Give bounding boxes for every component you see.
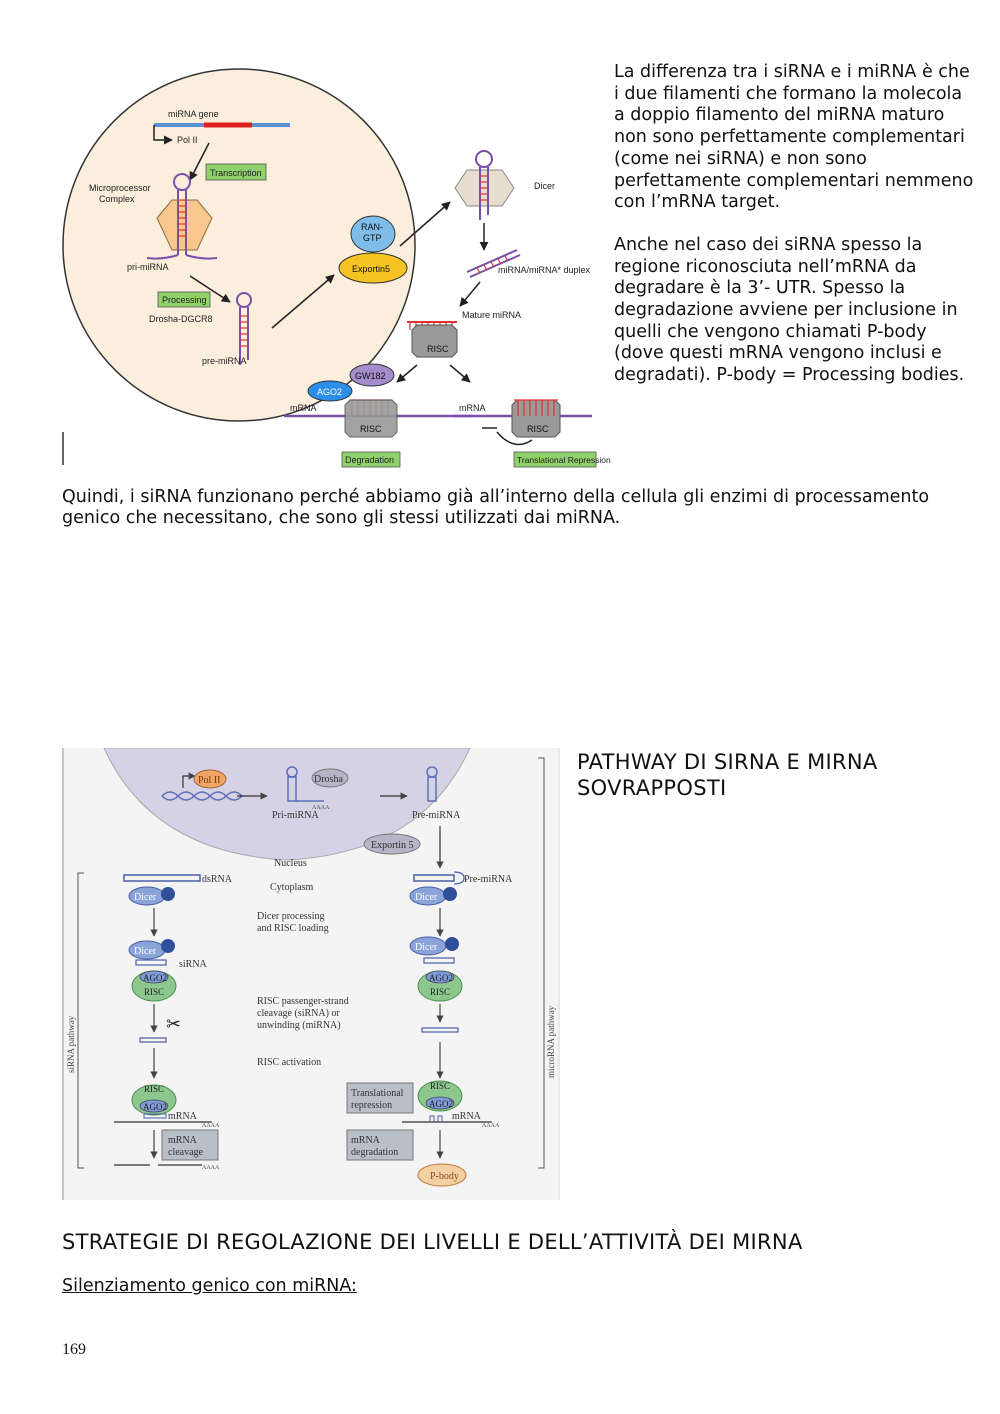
label-dicer: Dicer — [534, 181, 555, 191]
label-ran: RAN- — [361, 222, 383, 232]
label-aaaa-1: AAAA — [312, 805, 330, 811]
nucleus-circle — [62, 68, 416, 422]
label-complex: Complex — [99, 194, 135, 204]
side-heading: PATHWAY DI SIRNA E MIRNA SOVRAPPOSTI — [577, 749, 878, 801]
label-risc-f2-3: RISC — [430, 987, 450, 997]
label-aaaa-3: AAAA — [202, 1165, 220, 1171]
label-dsrna: dsRNA — [202, 874, 233, 885]
label-mrna-f2-1: mRNA — [168, 1111, 198, 1122]
label-risc-f2-1: RISC — [144, 987, 164, 997]
label-ago2-1: AGO2 — [143, 973, 167, 983]
section-heading: STRATEGIE DI REGOLAZIONE DEI LIVELLI E D… — [62, 1230, 803, 1254]
label-processing: Processing — [162, 295, 207, 305]
label-pre-mirna-2: Pre-miRNA — [412, 810, 461, 821]
label-dicer-3: Dicer — [415, 892, 438, 903]
label-dicer-processing-1: Dicer processing — [257, 911, 324, 922]
right-paragraph-1: La differenza tra i siRNA e i miRNA è ch… — [614, 62, 974, 213]
side-heading-line-2: SOVRAPPOSTI — [577, 776, 727, 800]
label-mrna-cleavage-1: mRNA — [168, 1135, 198, 1146]
mirna-biogenesis-figure: miRNA gene Pol II Transcription Micropro… — [62, 68, 611, 468]
label-drosha-dgcr8: Drosha-DGCR8 — [149, 314, 213, 324]
label-mrna-1: mRNA — [290, 403, 317, 413]
label-cytoplasm: Cytoplasm — [270, 882, 314, 893]
label-degradation: Degradation — [345, 455, 394, 465]
label-mrna-cleavage-2: cleavage — [168, 1147, 204, 1158]
subheading: Silenziamento genico con miRNA: — [62, 1276, 357, 1296]
label-dicer-1: Dicer — [134, 892, 157, 903]
label-mrna-f2-2: mRNA — [452, 1111, 482, 1122]
label-risc-1: RISC — [427, 344, 449, 354]
label-pol-ii-2: Pol II — [198, 775, 221, 786]
side-heading-line-1: PATHWAY DI SIRNA E MIRNA — [577, 750, 878, 774]
page-number: 169 — [62, 1341, 86, 1358]
label-drosha: Drosha — [314, 774, 343, 785]
label-mrna-2: mRNA — [459, 403, 486, 413]
label-passenger-1: RISC passenger-strand — [257, 996, 349, 1007]
label-dicer-processing-2: and RISC loading — [257, 923, 329, 934]
label-translational-2: repression — [351, 1100, 392, 1111]
label-mirna-gene: miRNA gene — [168, 109, 219, 119]
label-duplex: miRNA/miRNA* duplex — [498, 265, 591, 275]
label-aaaa-2: AAAA — [202, 1123, 220, 1129]
label-pri-mirna-2: Pri-miRNA — [272, 810, 319, 821]
label-transcription: Transcription — [210, 168, 262, 178]
label-translational-1: Translational — [351, 1088, 404, 1099]
label-nucleus: Nucleus — [274, 858, 307, 869]
label-dicer-2: Dicer — [134, 946, 157, 957]
label-exportin5: Exportin5 — [352, 264, 390, 274]
label-exportin5-2: Exportin 5 — [371, 840, 414, 851]
label-ago2-2: AGO2 — [143, 1102, 167, 1112]
right-text-column: La differenza tra i siRNA e i miRNA è ch… — [614, 62, 974, 408]
label-aaaa-4: AAAA — [482, 1123, 500, 1129]
label-mature-mirna: Mature miRNA — [462, 310, 521, 320]
scissors-icon: ✂ — [166, 1014, 181, 1034]
label-ago2: AGO2 — [317, 387, 342, 397]
right-paragraph-2: Anche nel caso dei siRNA spesso la regio… — [614, 234, 965, 386]
label-risc-3: RISC — [527, 424, 549, 434]
label-microrna-pathway: microRNA pathway — [546, 1005, 556, 1078]
sirna-mirna-pathway-figure: Pol II AAAA Drosha Pri-miRNA Pre-miRNA E… — [62, 748, 560, 1200]
label-translational-repression: Translational Repression — [517, 455, 611, 465]
body-paragraph: Quindi, i siRNA funzionano perché abbiam… — [62, 486, 930, 529]
label-gtp: GTP — [363, 233, 382, 243]
label-pre-mirna-3: Pre-miRNA — [464, 874, 513, 885]
label-mrna-degradation-2: degradation — [351, 1147, 398, 1158]
label-sirna: siRNA — [179, 959, 208, 970]
label-dicer-4: Dicer — [415, 942, 438, 953]
label-pri-mirna: pri-miRNA — [127, 262, 169, 272]
label-p-body: P-body — [430, 1171, 459, 1182]
label-passenger-2: cleavage (siRNA) or — [257, 1008, 340, 1019]
label-ago2-3: AGO2 — [429, 973, 453, 983]
label-risc-f2-4: RISC — [430, 1081, 450, 1091]
label-sirna-pathway: siRNA pathway — [66, 1015, 76, 1073]
label-pol-ii: Pol II — [177, 135, 198, 145]
label-ago2-4: AGO2 — [429, 1099, 453, 1109]
label-risc-activation: RISC activation — [257, 1057, 321, 1068]
label-microprocessor: Microprocessor — [89, 183, 151, 193]
label-gw182: GW182 — [355, 371, 386, 381]
label-risc-2: RISC — [360, 424, 382, 434]
label-mrna-degradation-1: mRNA — [351, 1135, 381, 1146]
label-passenger-3: unwinding (miRNA) — [257, 1020, 341, 1031]
label-risc-f2-2: RISC — [144, 1084, 164, 1094]
label-pre-mirna: pre-miRNA — [202, 356, 247, 366]
